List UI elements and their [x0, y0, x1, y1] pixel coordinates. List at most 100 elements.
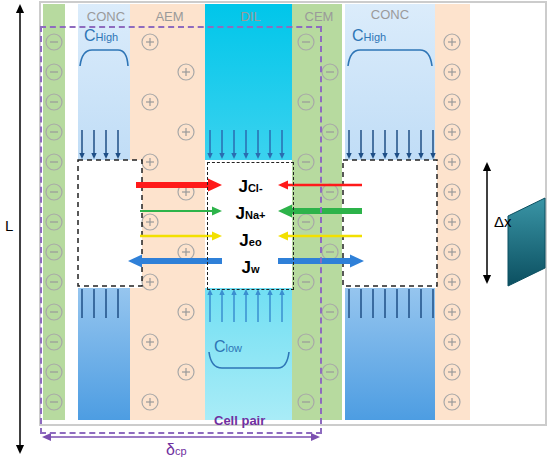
flow-arrow: [267, 289, 272, 322]
charge-symbol: [46, 184, 62, 200]
dimension-label: L: [5, 218, 13, 235]
dimension-arrow: [181, 433, 320, 441]
flow-arrow: [103, 130, 108, 159]
cell-pair-box: Cell pairCONCAEMDILJCl-JNa+JeoJwCEM: [40, 26, 322, 434]
charge-symbol: [444, 334, 460, 350]
charge-symbol: [444, 34, 460, 50]
flow-arrow: [394, 130, 399, 159]
group-label: Cell pair: [42, 412, 320, 430]
charge-symbol: [322, 244, 338, 260]
control-volume: [343, 160, 437, 286]
charge-symbol: [444, 94, 460, 110]
charge-symbol: [46, 364, 62, 380]
charge-symbol: [298, 94, 314, 110]
charge-symbol: [46, 244, 62, 260]
flow-line: [384, 289, 386, 318]
charge-symbol: [444, 154, 460, 170]
flow-arrow: [140, 232, 222, 241]
flow-arrow: [346, 130, 351, 159]
band-heading: CONC: [80, 8, 132, 26]
charge-symbol: [298, 214, 314, 230]
flow-arrow: [140, 207, 222, 216]
channel-band: DIL JCl- JNa+ JeoJw: [207, 6, 294, 422]
dimension-arrow: [16, 4, 24, 229]
flow-arrow: [267, 130, 272, 159]
flow-line: [420, 289, 422, 318]
concentration-label: CHigh: [84, 27, 118, 45]
charge-symbol: [444, 274, 460, 290]
charge-symbol: [142, 214, 158, 230]
flow-arrow: [430, 130, 435, 159]
charge-symbol: [322, 304, 338, 320]
charge-symbol: [178, 364, 194, 380]
flux-label: JNa+: [208, 205, 293, 224]
flow-arrow: [136, 178, 222, 191]
charge-symbol: [142, 274, 158, 290]
charge-symbol: [298, 274, 314, 290]
flow-arrow: [231, 289, 236, 322]
charge-symbol: [322, 184, 338, 200]
charge-symbol: [298, 394, 314, 410]
dimension-label: δcp: [166, 441, 187, 458]
flow-arrow: [278, 232, 362, 241]
channel-band: CONC: [80, 6, 132, 422]
band-heading: AEM: [132, 8, 207, 26]
flux-label: Jw: [208, 259, 293, 278]
charge-symbol: [322, 124, 338, 140]
charge-symbol: [298, 334, 314, 350]
charge-symbol: [178, 304, 194, 320]
dimension-arrow: [16, 229, 24, 454]
dimension-arrow: [483, 223, 491, 284]
flow-line: [432, 289, 434, 318]
charge-symbol: [444, 124, 460, 140]
charge-symbol: [46, 64, 62, 80]
charge-symbol: [444, 64, 460, 80]
flux-label: JCl-: [208, 178, 293, 197]
flow-line: [93, 289, 95, 318]
flow-arrow: [278, 204, 362, 217]
flow-arrow: [255, 130, 260, 159]
flow-arrow: [219, 289, 224, 322]
concentration-profile: [348, 50, 432, 66]
flux-box: JCl- JNa+ JeoJw: [207, 162, 294, 290]
charge-symbol: [46, 124, 62, 140]
flow-arrow: [418, 130, 423, 159]
flow-arrow: [207, 289, 212, 322]
flow-arrow: [79, 130, 84, 159]
concentration-label: CHigh: [352, 27, 386, 45]
concentration-label: Clow: [214, 338, 242, 356]
band-heading: CONC: [345, 6, 435, 24]
cutout: [205, 160, 292, 288]
membrane-band: AEM: [132, 6, 207, 422]
channel-band: CONC: [345, 4, 435, 420]
flow-arrow: [91, 130, 96, 159]
charge-symbol: [298, 34, 314, 50]
charge-symbol: [46, 394, 62, 410]
flow-line: [117, 289, 119, 318]
outer-border: [40, 2, 546, 425]
flux-label: Jeo: [208, 232, 293, 251]
charge-symbol: [46, 304, 62, 320]
band-heading: DIL: [207, 8, 294, 26]
flow-line: [105, 289, 107, 318]
charge-symbol: [178, 64, 194, 80]
flow-arrow: [231, 130, 236, 159]
slice-plane: [508, 198, 545, 286]
charge-symbol: [46, 94, 62, 110]
charge-symbol: [178, 124, 194, 140]
flow-arrow: [406, 130, 411, 159]
charge-symbol: [46, 154, 62, 170]
charge-symbol: [46, 214, 62, 230]
flow-line: [348, 289, 350, 318]
flow-arrow: [358, 130, 363, 159]
flow-arrow: [255, 289, 260, 322]
control-volume: [78, 160, 142, 286]
dimension-arrow: [42, 433, 181, 441]
flow-arrow: [207, 130, 212, 159]
band-heading: CEM: [294, 8, 344, 26]
charge-symbol: [444, 214, 460, 230]
cutout: [78, 160, 142, 288]
membrane-band: [435, 4, 470, 420]
